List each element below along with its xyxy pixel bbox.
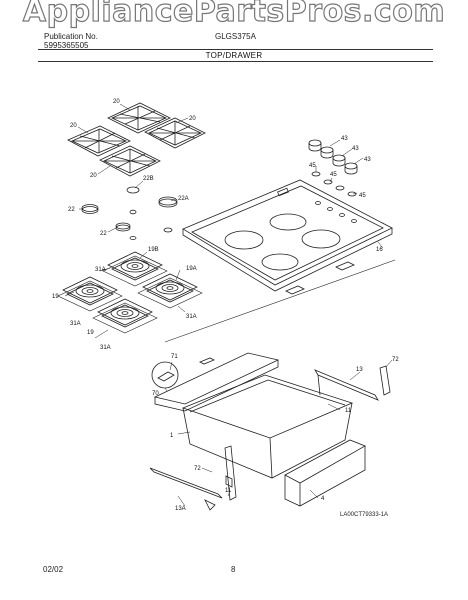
callout-72: 72: [392, 357, 399, 363]
callout-22: 22: [68, 207, 75, 213]
footer-page-number: 8: [231, 565, 236, 574]
callout-4: 4: [321, 496, 325, 502]
callout-16: 16: [376, 247, 383, 253]
section-title: TOP/DRAWER: [205, 51, 263, 60]
callout-19: 19: [87, 330, 94, 336]
callout-45: 45: [330, 172, 337, 178]
footer-date: 02/02: [43, 565, 64, 574]
divider-line: [164, 259, 396, 343]
callout-43: 43: [341, 136, 348, 142]
callout-11: 11: [225, 488, 232, 494]
drawer-assembly: [149, 352, 391, 511]
control-knobs: [308, 139, 358, 197]
callout-22b: 22B: [143, 176, 154, 182]
callout-43: 43: [352, 146, 359, 152]
bowl-19-left: [62, 276, 118, 306]
callout-13a: 13A: [175, 506, 186, 512]
burner-caps: [81, 186, 178, 240]
callout-31a: 31A: [95, 267, 106, 273]
watermark: AppliancePartsPros.com: [22, 0, 446, 30]
diagram-code: LA00CT79333-1A: [340, 512, 389, 518]
callout-31a: 31A: [70, 321, 81, 327]
header-rule-top: [38, 49, 433, 50]
callout-19: 19: [52, 294, 59, 300]
publication-label: Publication No.: [44, 32, 98, 41]
callout-20: 20: [189, 116, 196, 122]
callout-20: 20: [70, 123, 77, 129]
grate-left: [67, 125, 131, 157]
grate-right: [144, 117, 206, 149]
callout-19a: 19A: [186, 266, 197, 272]
bowl-19-front: [97, 298, 153, 328]
callout-22a: 22A: [178, 196, 189, 202]
cooktop: [182, 179, 393, 295]
grate-back-right: [107, 102, 171, 134]
grate-front: [99, 145, 161, 177]
callout-31a: 31A: [186, 314, 197, 320]
publication-number: 5995365505: [44, 41, 89, 50]
burner-bowls: [57, 251, 203, 334]
callout-71: 71: [171, 354, 178, 360]
model-number: GLGS375A: [215, 32, 256, 41]
bowl-19b: [107, 251, 163, 281]
header-rule-bottom: [38, 61, 433, 62]
callout-20: 20: [90, 173, 97, 179]
callout-31a: 31A: [100, 345, 111, 351]
callout-22: 22: [100, 231, 107, 237]
callout-20: 20: [113, 99, 120, 105]
callout-1: 1: [170, 433, 174, 439]
burner-grates: [67, 102, 206, 177]
callout-72: 72: [194, 466, 201, 472]
callout-45: 45: [309, 163, 316, 169]
callout-45: 45: [359, 193, 366, 199]
callout-13: 13: [356, 367, 363, 373]
callout-labels: 20 20 20 20 22B 22A 22 22 19B 19A 31A 19…: [52, 99, 399, 512]
callout-70: 70: [152, 391, 159, 397]
callout-43: 43: [364, 157, 371, 163]
bowl-19a: [142, 273, 198, 303]
callout-19b: 19B: [148, 247, 159, 253]
callout-11: 11: [345, 408, 352, 414]
leader-lines: [64, 103, 393, 507]
